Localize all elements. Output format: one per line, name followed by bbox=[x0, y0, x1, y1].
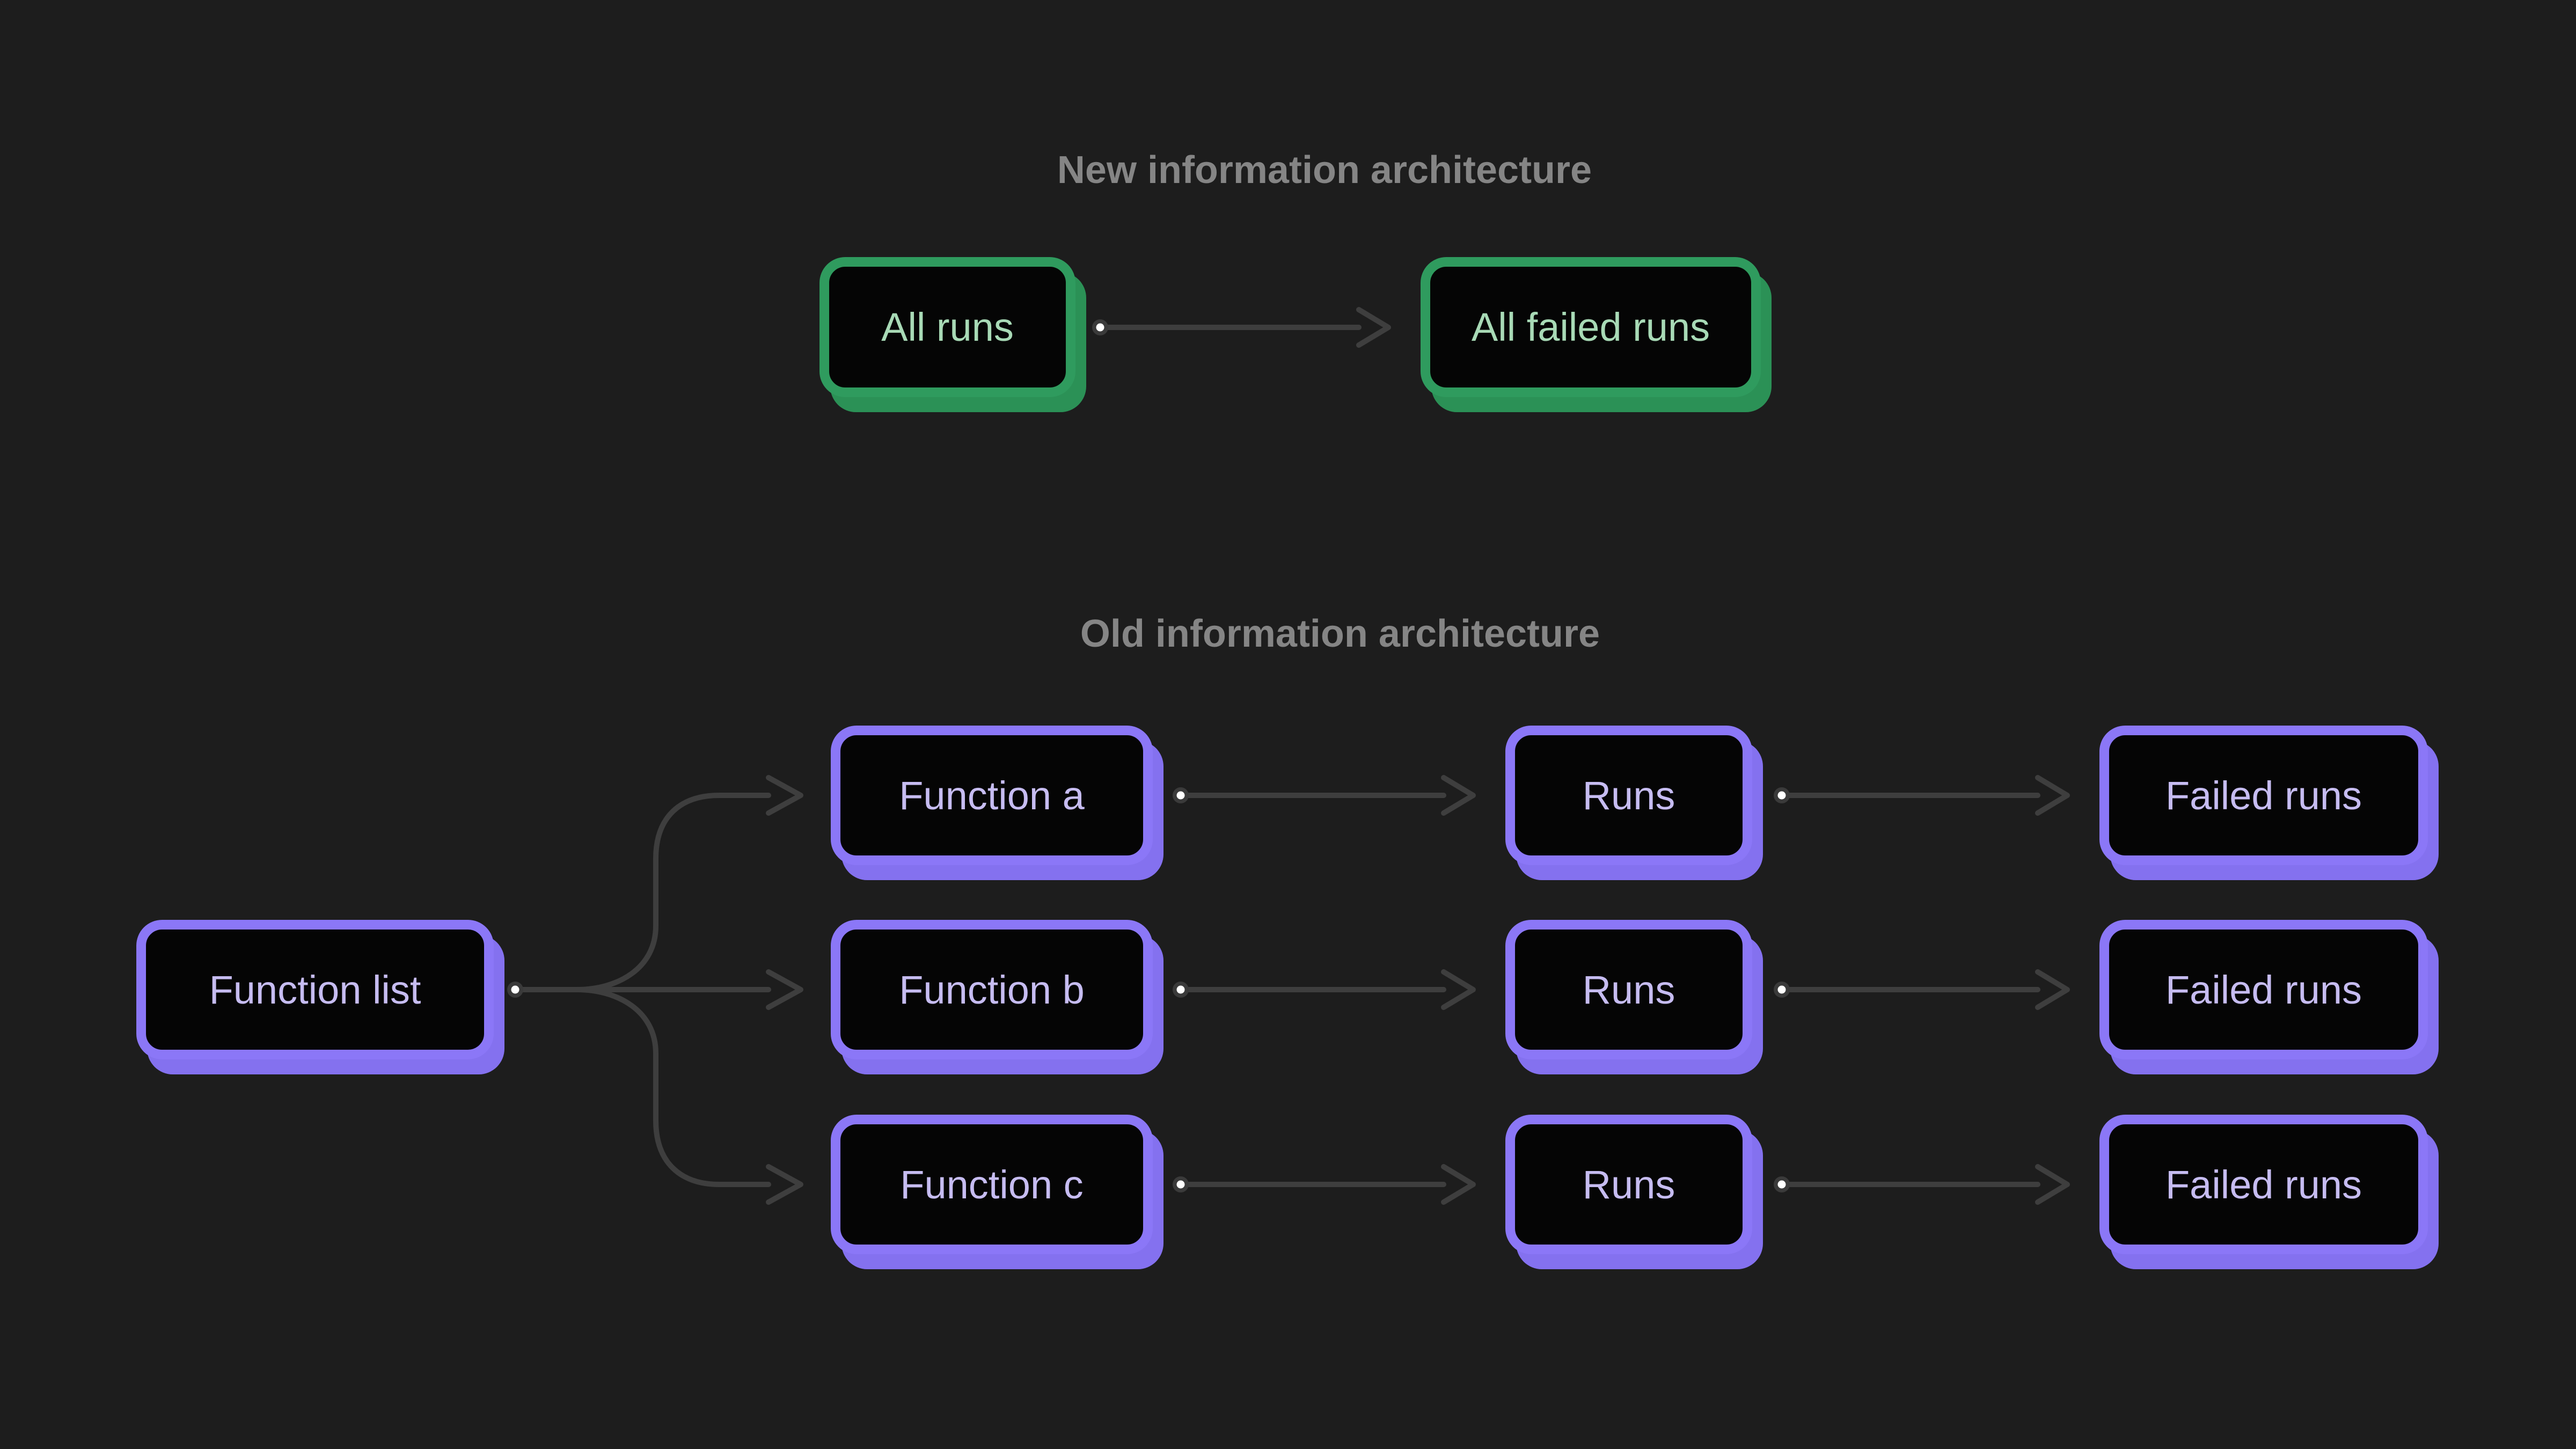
arrowhead-icon bbox=[766, 1164, 803, 1205]
node-label: Function c bbox=[900, 1162, 1084, 1207]
node-label: Failed runs bbox=[2165, 773, 2362, 818]
node-all-failed-runs: All failed runs bbox=[1421, 257, 1761, 397]
edge-runs-c-to-failed-runs bbox=[1774, 1164, 2070, 1205]
arrowhead-icon bbox=[766, 775, 803, 816]
node-runs-c: Runs bbox=[1505, 1115, 1752, 1254]
node-runs-b: Runs bbox=[1505, 920, 1752, 1059]
arrowhead-icon bbox=[2035, 775, 2070, 816]
edge-function-a-to-runs bbox=[1173, 775, 1476, 816]
node-function-a: Function a bbox=[831, 726, 1153, 865]
edge-line bbox=[513, 987, 771, 1187]
old-architecture-title: Old information architecture bbox=[1080, 612, 1600, 655]
connector-dot-core bbox=[1176, 791, 1185, 800]
node-label: Function b bbox=[899, 967, 1085, 1012]
node-runs-a: Runs bbox=[1505, 726, 1752, 865]
node-failed-runs-b: Failed runs bbox=[2099, 920, 2428, 1059]
node-label: Runs bbox=[1582, 967, 1675, 1012]
edge-function-list-fork bbox=[507, 775, 803, 1205]
node-label: Failed runs bbox=[2165, 1162, 2362, 1207]
edge-function-c-to-runs bbox=[1173, 1164, 1476, 1205]
node-label: Failed runs bbox=[2165, 967, 2362, 1012]
node-function-b: Function b bbox=[831, 920, 1153, 1059]
connector-dot-core bbox=[1777, 791, 1786, 800]
node-all-runs: All runs bbox=[819, 257, 1075, 397]
arrowhead-icon bbox=[1441, 1164, 1476, 1205]
arrowhead-icon bbox=[766, 969, 803, 1010]
node-label: Runs bbox=[1582, 773, 1675, 818]
node-failed-runs-c: Failed runs bbox=[2099, 1115, 2428, 1254]
edge-all-runs-to-all-failed-runs bbox=[1092, 307, 1391, 348]
arrowhead-icon bbox=[2035, 969, 2070, 1010]
node-label: All failed runs bbox=[1471, 305, 1710, 349]
node-label: Runs bbox=[1582, 1162, 1675, 1207]
connector-dot-core bbox=[1176, 985, 1185, 994]
edge-function-b-to-runs bbox=[1173, 969, 1476, 1010]
node-label: Function list bbox=[209, 967, 421, 1012]
new-architecture-title: New information architecture bbox=[1057, 149, 1592, 192]
connector-dot-core bbox=[1777, 1180, 1786, 1189]
edge-line bbox=[513, 793, 771, 992]
connector-dot-core bbox=[1176, 1180, 1185, 1189]
connector-dot-core bbox=[1096, 323, 1104, 332]
edge-runs-b-to-failed-runs bbox=[1774, 969, 2070, 1010]
arrowhead-icon bbox=[1356, 307, 1391, 348]
connector-dot-core bbox=[511, 985, 519, 994]
edge-runs-a-to-failed-runs bbox=[1774, 775, 2070, 816]
arrowhead-icon bbox=[1441, 775, 1476, 816]
node-function-list: Function list bbox=[136, 920, 494, 1059]
arrowhead-icon bbox=[1441, 969, 1476, 1010]
node-label: Function a bbox=[899, 773, 1085, 818]
node-label: All runs bbox=[881, 305, 1014, 349]
node-failed-runs-a: Failed runs bbox=[2099, 726, 2428, 865]
arrowhead-icon bbox=[2035, 1164, 2070, 1205]
node-function-c: Function c bbox=[831, 1115, 1153, 1254]
connector-dot-core bbox=[1777, 985, 1786, 994]
